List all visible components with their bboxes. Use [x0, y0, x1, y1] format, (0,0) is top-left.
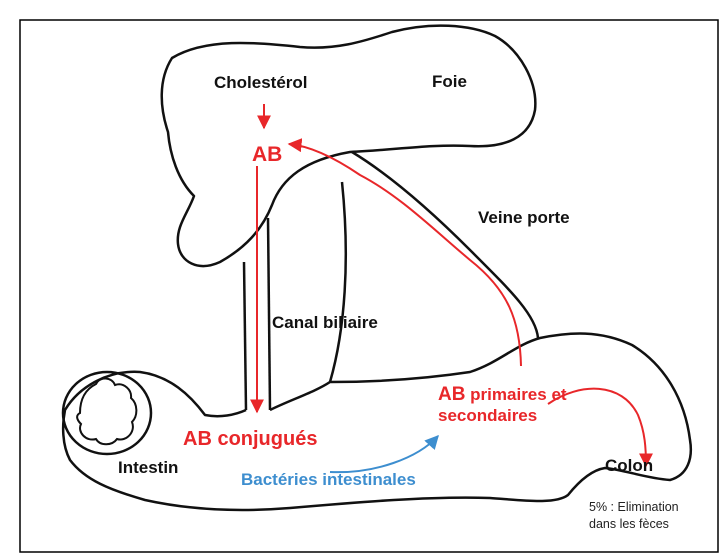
bile-duct-left-wall [244, 262, 246, 410]
ab-primary-line1: primaires et [465, 385, 566, 404]
elimination-line2: dans les fèces [589, 517, 669, 531]
intestine-label: Intestin [118, 458, 178, 478]
conjugated-ab-label: AB conjugués [183, 428, 317, 451]
intestine-cross-section [63, 372, 151, 454]
ab-primary-line2: secondaires [438, 406, 537, 425]
bile-duct-label: Canal biliaire [272, 313, 378, 333]
cholesterol-label: Cholestérol [214, 73, 308, 93]
elimination-note: 5% : Elimination dans les fèces [589, 499, 679, 533]
elimination-line1: 5% : Elimination [589, 500, 679, 514]
liver-outline [162, 26, 536, 266]
bile-duct-right-wall [268, 218, 270, 410]
portal-vein-label: Veine porte [478, 208, 570, 228]
bacteria-arrow [330, 436, 438, 472]
ab-liver-label: AB [252, 143, 282, 167]
ab-primary-prefix: AB [438, 384, 465, 405]
portal-vein-lower-wall [330, 182, 346, 382]
portal-return-arrow [289, 144, 521, 366]
colon-label: Colon [605, 456, 653, 476]
liver-label: Foie [432, 72, 467, 92]
primary-secondary-ab-label: AB primaires et secondaires [438, 384, 567, 425]
intestinal-bacteria-label: Bactéries intestinales [241, 470, 416, 490]
